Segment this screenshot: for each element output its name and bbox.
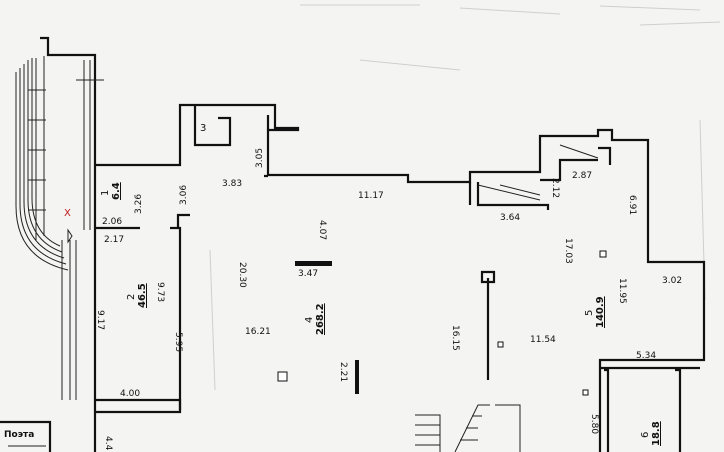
dim-label: 3.83 — [222, 179, 242, 189]
curved-staircase — [15, 36, 104, 400]
dim-label: 4.4 — [103, 436, 113, 451]
dim-label: 5.95 — [173, 332, 183, 352]
dim-label: 2.06 — [102, 217, 122, 227]
dim-label: 3.05 — [255, 148, 265, 168]
column-square — [582, 389, 589, 396]
legend-box: Поэта — [0, 420, 52, 452]
room-4-area: 268.2 — [315, 303, 326, 335]
room-3-number: 3 — [200, 123, 206, 134]
dim-label: 3.64 — [500, 213, 520, 223]
dim-label: 5.80 — [589, 414, 599, 434]
room-labels: 3 1 6.4 2 46.5 4 268.2 5 140.9 6 18.8 — [100, 123, 662, 446]
dim-label: 9.73 — [155, 282, 165, 302]
dim-label: 17.03 — [563, 238, 573, 264]
room-6-area: 18.8 — [651, 421, 662, 446]
column-square — [497, 341, 504, 348]
background-marks — [209, 4, 721, 391]
dim-label: 5.34 — [636, 351, 656, 361]
dim-label: 2.17 — [104, 235, 124, 245]
column-wall — [355, 360, 359, 394]
room-6-number: 6 — [640, 432, 651, 438]
dim-label: 9.17 — [95, 310, 105, 330]
room-2-area: 46.5 — [137, 283, 148, 308]
inner-elements — [277, 144, 607, 452]
dim-label: 11.95 — [617, 278, 627, 304]
column-square — [599, 250, 607, 258]
room-5-number: 5 — [584, 310, 595, 316]
cross-marker: X — [64, 208, 71, 219]
dim-label: 16.21 — [245, 327, 271, 337]
dim-label: 2.12 — [550, 178, 560, 198]
room-5-area: 140.9 — [595, 296, 606, 328]
dim-label: 4.00 — [120, 389, 140, 399]
exterior-walls — [93, 103, 706, 452]
dim-label: 3.06 — [179, 185, 189, 205]
dim-label: 20.30 — [237, 262, 247, 288]
dim-label: 11.17 — [358, 191, 384, 201]
dim-label: 16.15 — [450, 325, 460, 351]
column-square — [277, 371, 288, 382]
room-1-number: 1 — [100, 190, 111, 196]
dim-label: 6.91 — [627, 195, 637, 215]
room-2-number: 2 — [126, 294, 137, 300]
dim-label: 2.21 — [338, 362, 348, 382]
dim-label: 3.26 — [134, 194, 144, 214]
room-4-number: 4 — [304, 317, 315, 323]
dim-label: 3.47 — [298, 269, 318, 279]
legend-label: Поэта — [4, 430, 34, 440]
dimension-labels: 3.05 3.83 3.06 3.26 2.06 2.17 11.17 2.87… — [95, 148, 682, 451]
dim-label: 3.02 — [662, 276, 682, 286]
dim-label: 2.87 — [572, 171, 592, 181]
dim-label: 11.54 — [530, 335, 556, 345]
dim-label: 4.07 — [317, 220, 327, 240]
column-beam — [295, 261, 332, 266]
room-1-area: 6.4 — [111, 182, 122, 200]
